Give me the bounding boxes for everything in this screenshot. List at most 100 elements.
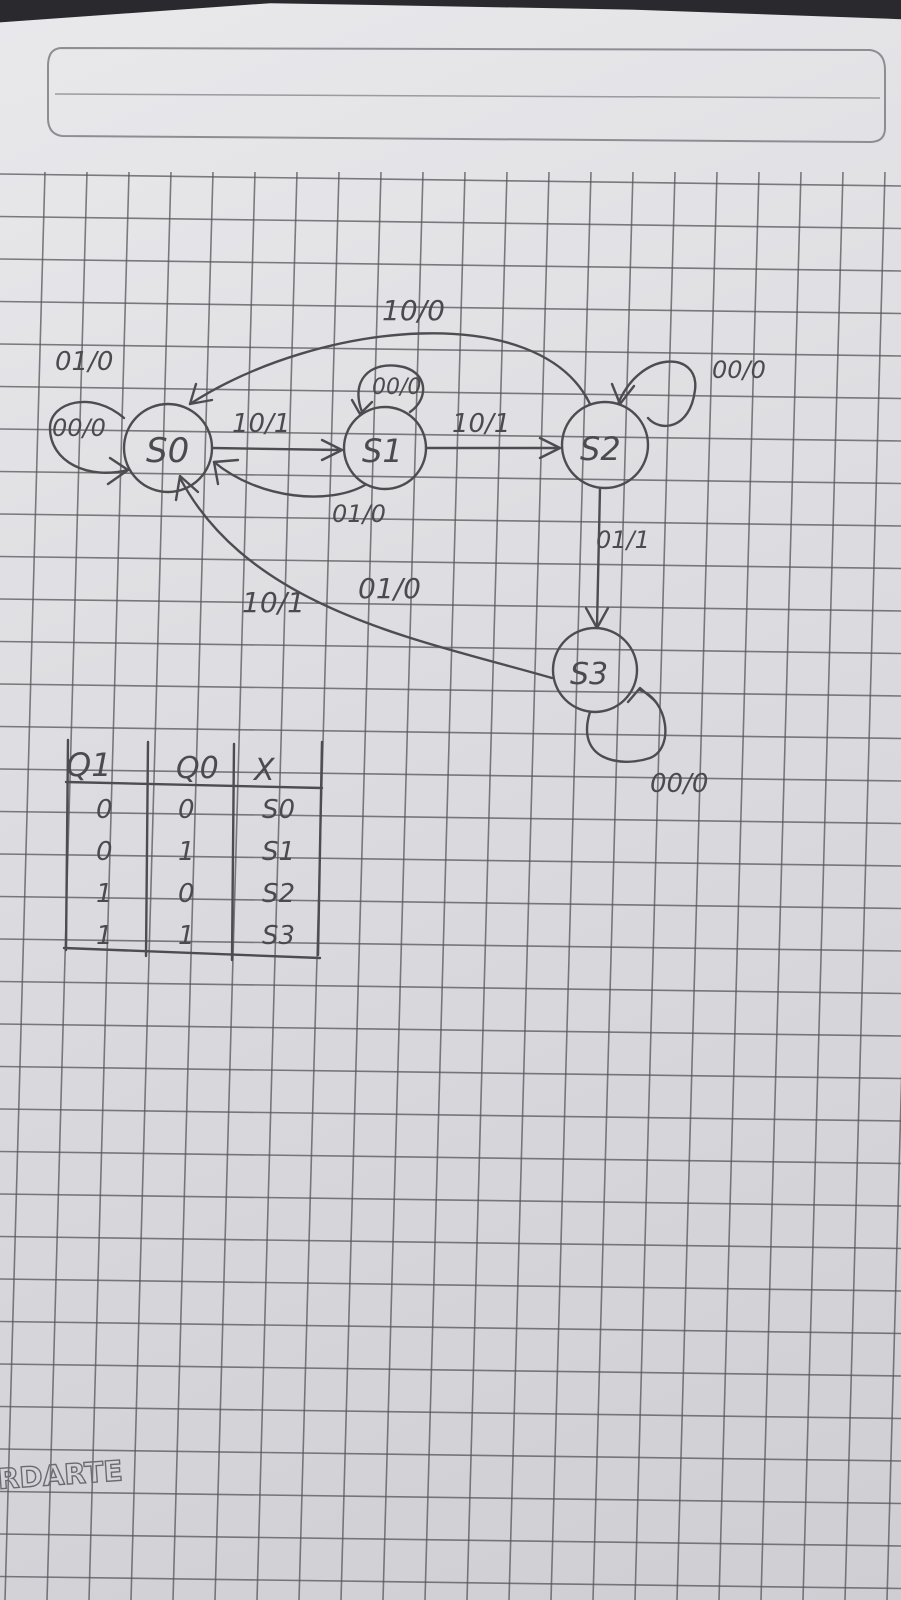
label-s1-to-s0: 01/0 [332,500,386,528]
label-s1-to-s2: 10/1 [452,409,510,439]
label-s3-to-s0-b: 01/0 [358,572,421,605]
state-s0-label: S0 [146,431,189,471]
grid-line-vertical [214,171,256,1600]
grid-line-horizontal [0,300,901,315]
grid-line-vertical [172,171,214,1600]
state-s2-label: S2 [580,430,621,468]
grid-line-horizontal [0,853,901,867]
notebook-brand-logo: RDARTE [0,1454,124,1496]
grid-line-horizontal [0,683,901,697]
table-cell: S0 [262,795,295,825]
grid-line-vertical [760,171,802,1600]
table-header-x: X [252,753,276,788]
table-cell: 1 [96,879,113,909]
grid-line-vertical [802,171,844,1600]
state-encoding-table: Q1 Q0 X 0 0 S0 0 1 S1 1 0 S2 1 1 S3 [62,738,324,962]
grid-line-vertical [592,171,634,1600]
transition-s2-self-loop [610,360,697,427]
grid-line-horizontal [0,470,901,485]
table-cell: 1 [178,837,195,867]
state-s3-label: S3 [570,657,608,692]
graph-paper-grid [0,171,901,1600]
grid-line-horizontal [0,1108,901,1122]
label-s1-self: 00/0 [372,375,421,400]
table-cell: 0 [96,837,113,867]
grid-line-horizontal [0,1065,901,1080]
transition-s1-to-s0 [212,458,367,498]
grid-line-vertical [340,171,382,1600]
grid-line-horizontal [0,1278,901,1292]
table-header-q0: Q0 [176,751,219,786]
grid-line-horizontal [0,1235,901,1250]
grid-line-horizontal [0,513,901,527]
label-s2-to-s3: 01/1 [596,526,650,554]
grid-line-horizontal [0,1023,901,1037]
grid-line-horizontal [0,1193,901,1207]
grid-line-horizontal [0,1363,901,1377]
label-s2-to-s0: 10/0 [382,294,445,327]
label-s0-to-s1: 10/1 [232,409,290,439]
transition-s2-to-s0 [188,332,592,406]
transition-s3-self-loop [585,686,667,763]
grid-line-horizontal [0,598,901,612]
grid-line-vertical [508,171,550,1600]
grid-line-vertical [88,171,130,1600]
table-cell: 1 [178,921,195,951]
state-s0: S0 [122,402,214,494]
grid-line-horizontal [0,810,901,825]
state-s1-label: S1 [362,432,403,470]
transition-s0-to-s1 [210,438,344,462]
table-cell: 1 [96,921,113,951]
grid-line-vertical [550,171,592,1600]
grid-line-horizontal [0,215,901,230]
grid-line-vertical [130,171,172,1600]
grid-line-horizontal [0,725,901,740]
grid-line-horizontal [0,385,901,400]
grid-line-vertical [718,171,760,1600]
header-rule [54,93,881,99]
grid-line-horizontal [0,768,901,782]
grid-line-vertical [844,171,886,1600]
table-cell: S2 [262,879,295,909]
table-cell: S3 [262,921,295,951]
transition-s2-to-s3 [584,486,610,630]
label-s0-self-left: 00/0 [52,414,106,442]
grid-line-horizontal [0,173,901,187]
grid-line-horizontal [0,1150,901,1165]
grid-line-horizontal [0,938,901,952]
grid-line-vertical [424,171,466,1600]
state-s2: S2 [560,400,650,490]
grid-line-vertical [886,171,901,1600]
table-cell: 0 [178,879,195,909]
grid-line-horizontal [0,640,901,655]
grid-line-vertical [382,171,424,1600]
grid-line-vertical [676,171,718,1600]
grid-line-horizontal [0,1448,901,1462]
transition-s1-to-s2 [424,436,562,460]
table-header-q1: Q1 [66,746,112,784]
label-s3-self: 00/0 [650,769,708,799]
grid-line-horizontal [0,980,901,995]
grid-line-horizontal [0,1490,901,1505]
label-s0-self-top: 01/0 [55,347,113,377]
grid-line-vertical [4,171,46,1600]
grid-line-horizontal [0,343,901,357]
label-s2-self: 00/0 [712,356,766,384]
grid-line-horizontal [0,258,901,272]
grid-line-horizontal [0,895,901,910]
table-cell: 0 [96,795,113,825]
grid-line-horizontal [0,1405,901,1420]
transition-s0-self-loop [48,400,130,486]
table-cell: S1 [262,837,295,867]
grid-line-horizontal [0,1533,901,1547]
grid-line-horizontal [0,1575,901,1590]
transition-s3-to-s0 [174,474,554,680]
grid-line-vertical [466,171,508,1600]
state-s3: S3 [551,626,639,714]
grid-line-horizontal [0,428,901,442]
grid-line-horizontal [0,555,901,570]
transition-s1-self-loop [350,364,425,416]
grid-line-vertical [256,171,298,1600]
